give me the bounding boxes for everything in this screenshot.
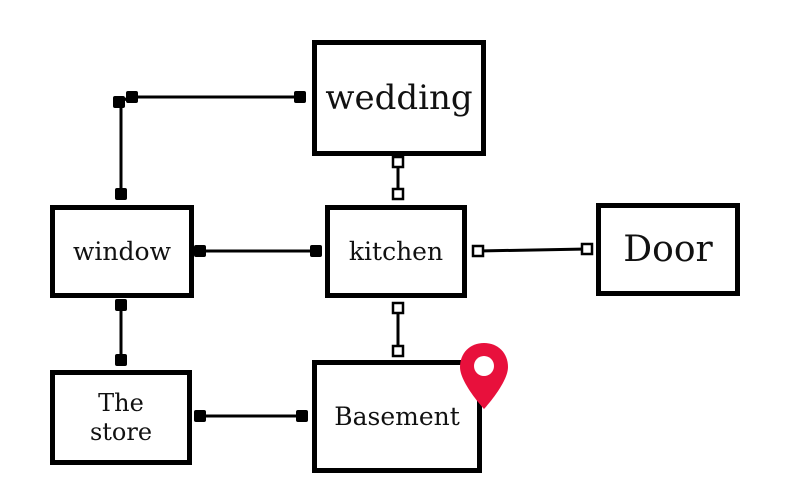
connector-handle xyxy=(391,301,405,315)
connector-handle xyxy=(471,244,485,258)
connector-handle xyxy=(310,245,322,257)
connector-handle xyxy=(115,188,127,200)
connector-handle xyxy=(296,410,308,422)
connector-handle xyxy=(294,91,306,103)
location-pin-icon[interactable] xyxy=(458,341,510,413)
edge-wedding-kitchen xyxy=(391,155,405,201)
connector-handle xyxy=(126,91,138,103)
node-kitchen-label: kitchen xyxy=(348,236,444,266)
connector-handle xyxy=(194,410,206,422)
edge-window-kitchen xyxy=(194,245,322,257)
node-kitchen[interactable]: kitchen xyxy=(325,205,467,298)
node-the-store-label: The store xyxy=(89,388,153,446)
connector-handle xyxy=(113,96,125,108)
connector-handle xyxy=(115,354,127,366)
edge-store-basement xyxy=(194,410,308,422)
connector-handle xyxy=(194,245,206,257)
connector-handle xyxy=(391,344,405,358)
connector-handle xyxy=(580,242,594,256)
node-wedding-label: wedding xyxy=(325,77,473,118)
node-wedding[interactable]: wedding xyxy=(312,40,486,156)
edge-kitchen-door xyxy=(471,242,594,258)
edge-window-store xyxy=(115,299,127,366)
node-window[interactable]: window xyxy=(50,205,194,298)
node-door[interactable]: Door xyxy=(596,203,740,296)
connector-handle xyxy=(391,187,405,201)
node-window-label: window xyxy=(73,236,171,266)
connector-handle xyxy=(115,299,127,311)
node-the-store[interactable]: The store xyxy=(50,370,192,465)
node-basement[interactable]: Basement xyxy=(312,360,482,473)
node-basement-label: Basement xyxy=(334,401,460,431)
edge-kitchen-basement xyxy=(391,301,405,358)
node-door-label: Door xyxy=(623,228,713,270)
connector-handle xyxy=(391,155,405,169)
edge-window-wedding xyxy=(113,91,306,200)
